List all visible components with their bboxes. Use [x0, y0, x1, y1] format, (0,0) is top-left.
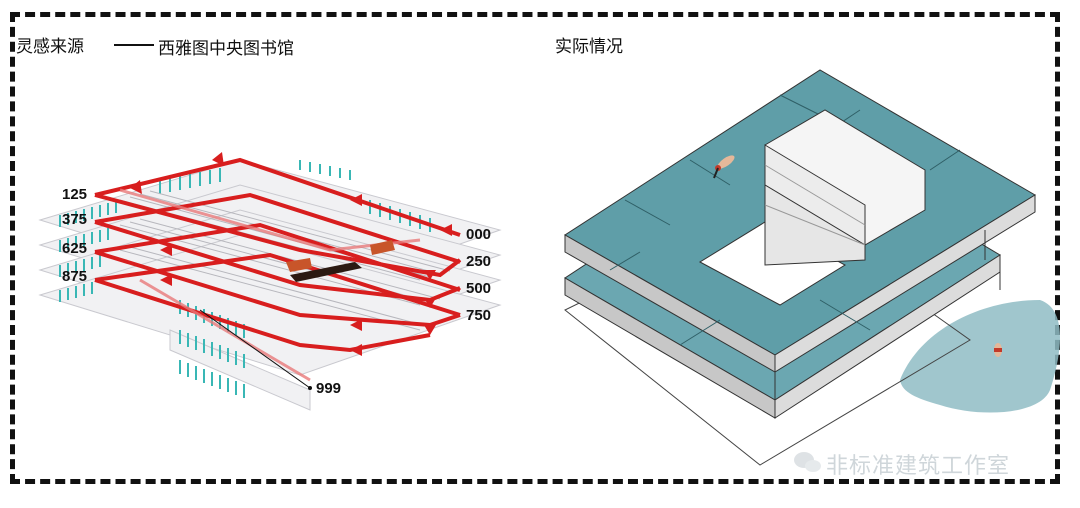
atrium-object: [290, 262, 362, 282]
leader-line: [199, 309, 311, 389]
stacked-frame-diagram: [564, 69, 1060, 466]
swimmer-figure-2: [994, 343, 1002, 357]
support-posts: [774, 230, 1001, 400]
leader-dot: [308, 386, 312, 390]
floor-label: 250: [466, 253, 492, 270]
water-pool: [900, 300, 1060, 413]
wechat-icon: [794, 452, 821, 472]
floor-label: 125: [62, 186, 88, 203]
floor-label: 000: [466, 226, 492, 243]
floor-label: 875: [62, 268, 88, 285]
ramp-arrowheads: [130, 152, 452, 356]
upper-slab-side-right: [774, 194, 1036, 373]
red-furniture-2: [286, 258, 312, 272]
floor-label: 500: [466, 280, 492, 297]
floor-label: 750: [466, 307, 492, 324]
right-panel-title: 实际情况: [555, 37, 623, 57]
bottom-label: 999: [316, 380, 342, 397]
swimmer-figure: [713, 155, 735, 179]
dashed-frame: [10, 12, 1060, 484]
red-furniture: [370, 240, 395, 255]
watermark-text: 非标准建筑工作室: [826, 454, 1011, 479]
spiral-ramp-path: [94, 157, 462, 353]
floor-label: 375: [62, 211, 88, 228]
title-dash: [114, 44, 154, 46]
left-panel-subtitle: 西雅图中央图书馆: [158, 39, 294, 59]
floor-label: 625: [62, 240, 88, 257]
left-panel-title: 灵感来源: [16, 37, 84, 57]
